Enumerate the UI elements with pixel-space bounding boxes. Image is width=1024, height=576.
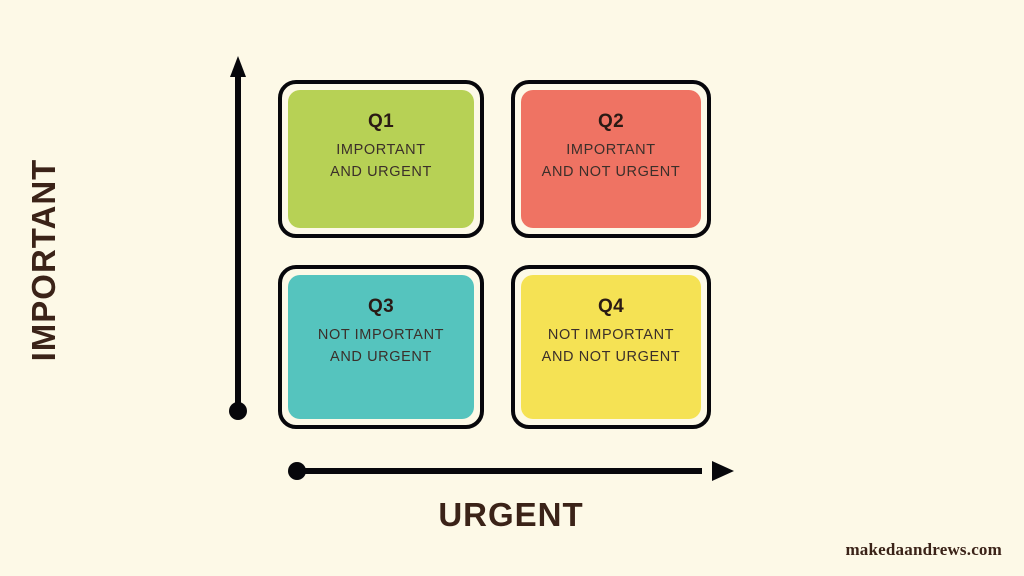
watermark: makedaandrews.com <box>845 540 1002 559</box>
vertical-axis-line <box>235 74 241 406</box>
quadrant-q2-fill: Q2 IMPORTANT AND NOT URGENT <box>521 90 701 228</box>
quadrant-q1-title: Q1 <box>368 111 394 132</box>
quadrant-q4-description: NOT IMPORTANT AND NOT URGENT <box>541 327 681 365</box>
quadrant-q4-fill: Q4 NOT IMPORTANT AND NOT URGENT <box>521 275 701 419</box>
quadrant-q3-description: NOT IMPORTANT AND URGENT <box>317 327 445 365</box>
right-arrow-icon <box>712 461 734 481</box>
quadrant-q1[interactable]: Q1 IMPORTANT AND URGENT <box>278 80 484 238</box>
quadrant-q2-description: IMPORTANT AND NOT URGENT <box>541 142 681 180</box>
horizontal-axis-line <box>296 468 702 474</box>
quadrant-q3-title: Q3 <box>368 296 394 317</box>
quadrant-q3[interactable]: Q3 NOT IMPORTANT AND URGENT <box>278 265 484 429</box>
quadrant-q1-description: IMPORTANT AND URGENT <box>330 142 432 180</box>
vertical-axis-label: IMPORTANT <box>25 158 62 362</box>
horizontal-axis <box>288 461 734 481</box>
quadrant-q2[interactable]: Q2 IMPORTANT AND NOT URGENT <box>511 80 711 238</box>
up-arrow-icon <box>230 56 246 77</box>
quadrant-q2-title: Q2 <box>598 111 624 132</box>
vertical-axis-origin-dot-icon <box>229 402 247 420</box>
quadrant-q4-title: Q4 <box>598 296 624 317</box>
vertical-axis <box>229 56 247 420</box>
quadrant-q1-fill: Q1 IMPORTANT AND URGENT <box>288 90 474 228</box>
quadrant-q4[interactable]: Q4 NOT IMPORTANT AND NOT URGENT <box>511 265 711 429</box>
horizontal-axis-label: URGENT <box>438 496 584 533</box>
quadrant-q3-fill: Q3 NOT IMPORTANT AND URGENT <box>288 275 474 419</box>
